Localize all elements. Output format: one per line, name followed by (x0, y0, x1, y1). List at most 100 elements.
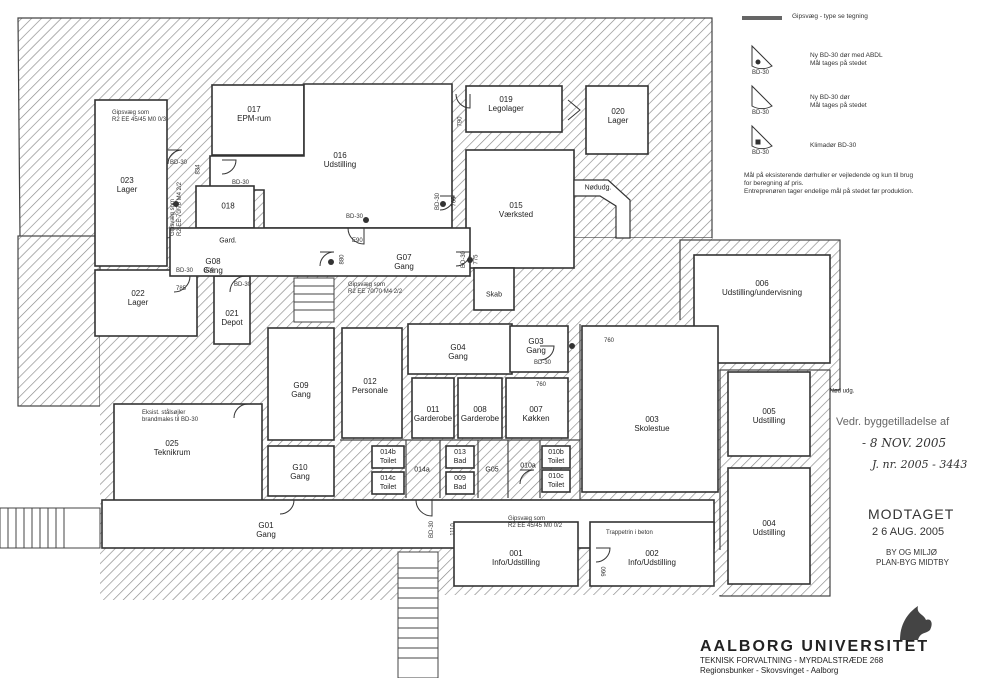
dimension-760: 760 (536, 382, 547, 388)
dimension-834: 834 (195, 164, 202, 175)
legend-symbol-label: BD-30 (752, 70, 770, 76)
door-g01 (279, 499, 295, 515)
bd30-tag: BD-30 (435, 192, 442, 211)
door-025 (233, 403, 249, 419)
left-stair (0, 507, 101, 549)
stamp-dept-1: BY OG MILJØ (886, 548, 937, 557)
partition-walls (340, 324, 581, 500)
room-interiors (94, 83, 831, 587)
door-020 (567, 99, 581, 121)
dimension-790: 790 (457, 116, 464, 127)
door-g07 (455, 251, 471, 267)
approval-stamp-line: Vedr. byggetilladelse af (836, 416, 950, 428)
stamp-dept-2: PLAN-BYG MIDTBY (876, 558, 949, 567)
dimension-1110: 1110 (450, 523, 457, 536)
university-logo (900, 606, 932, 640)
skab-label: Skab (486, 291, 502, 299)
dimension-760: 760 (604, 338, 615, 344)
abdl-door-symbol-4 (363, 217, 369, 223)
door-018 (221, 159, 237, 175)
legend-symbol-label: BD-30 (752, 150, 770, 156)
abdl-door-symbol (173, 201, 179, 207)
steel-column-note: Eksist. stålsøjler brandmales til BD-30 (142, 410, 199, 423)
dimension-880: 880 (339, 254, 346, 265)
abdl-door-symbol-5 (569, 343, 575, 349)
door-022 (173, 275, 191, 293)
door-021 (229, 275, 247, 293)
door-002 (595, 547, 611, 563)
title-line-1: TEKNISK FORVALTNING - MYRDALSTRÆDE 268 (700, 656, 884, 665)
bd30-tag: BD-30 (534, 360, 552, 366)
inner-stair (293, 277, 335, 323)
stair-note: Trappetrin i beton (606, 530, 653, 536)
title-line-2: Regionsbunker - Skovsvinget - Aalborg (700, 666, 839, 675)
dimension-765: 765 (451, 196, 458, 207)
bd30-tag: BD-30 (176, 268, 194, 274)
e90-tag: E90 (352, 238, 363, 244)
legend-item-3: Klimadør BD-30 (810, 142, 857, 149)
abdl-door-symbol-3 (467, 257, 473, 263)
door-001 (415, 499, 433, 517)
bd30-tag: BD-30 (234, 282, 252, 288)
dimension-785: 785 (176, 286, 187, 292)
legend-gipsvaeg: Gipsvæg - type se tegning (792, 13, 868, 20)
abdl-door-symbol-2 (440, 201, 446, 207)
emergency-exit-chute (573, 179, 631, 239)
doors (167, 93, 611, 563)
gipsvaeg-note: Gipsvæg som R2 EE 70/70 M4 2/2 (348, 282, 403, 295)
legend-note: Mål på eksisterende dørhuller er vejlede… (744, 172, 914, 195)
bd30-tag: BD-30 (429, 520, 436, 539)
gipsvaeg-note: Gipsvæg som R2 EE 45/45 M0 0/2 (508, 516, 563, 529)
bottom-stair (397, 551, 439, 678)
bd30-tag: BD-30 (346, 214, 364, 220)
room-010a-label: 010a (520, 462, 536, 470)
bd30-tag: BD-30 (232, 180, 250, 186)
dimension-960: 960 (601, 566, 608, 577)
approval-date: - 8 NOV. 2005 (862, 436, 947, 450)
journal-number: J. nr. 2005 - 3443 (872, 458, 968, 471)
nodudg-label: Nødudg. (584, 184, 612, 192)
university-name: AALBORG UNIVERSITET (700, 638, 930, 655)
legend-symbol-label: BD-30 (752, 110, 770, 116)
bd30-tag: BD-30 (170, 160, 188, 166)
gipsvaeg-note: Gipsvæg som R2 EE 70/70 M4 2/2 (170, 181, 184, 237)
received-date: 2 6 AUG. 2005 (872, 526, 945, 538)
abdl-door-symbol-6 (328, 259, 334, 265)
nodudg2-label: Nød udg. (829, 388, 855, 395)
door-010a (519, 469, 535, 485)
dimension-800: 800 (204, 268, 215, 274)
door-symbols (173, 201, 575, 349)
room-018-label: 018 (221, 201, 235, 211)
door-019 (455, 93, 471, 109)
received-stamp: MODTAGET (868, 506, 955, 522)
gipsvaeg-note: Gipsvæg som R2 EE 45/45 M0 0/3 (112, 110, 167, 123)
